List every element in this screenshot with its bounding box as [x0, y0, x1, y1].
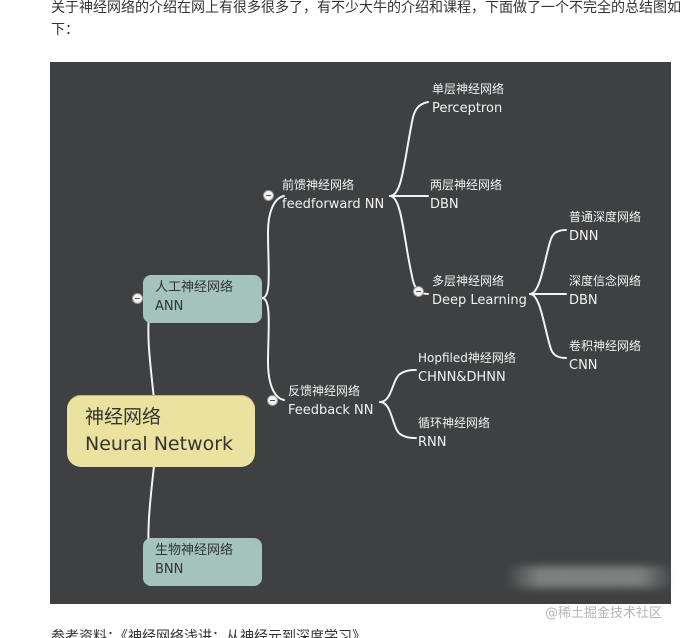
watermark: @稀土掘金技术社区	[545, 606, 663, 621]
root-node-neural-network: 神经网络 Neural Network	[67, 395, 255, 467]
node-perceptron-en: Perceptron	[432, 101, 503, 116]
node-cnn: 卷积神经网络 CNN	[569, 337, 641, 375]
node-hopfield: Hopfiled神经网络 CHNN&DHNN	[418, 349, 516, 387]
node-multi-layer-en: Deep Learning	[432, 293, 527, 308]
mind-map-image: 神经网络 Neural Network 人工神经网络 ANN 生物神经网络 BN…	[50, 62, 671, 604]
node-rnn-zh: 循环神经网络	[418, 416, 491, 430]
reference-line: 参考资料：《神经网络浅讲：从神经元到深度学习》	[51, 629, 366, 638]
node-feedforward: 前馈神经网络 feedforward NN	[282, 176, 384, 214]
node-ann-zh: 人工神经网络	[155, 280, 234, 295]
node-feedforward-en: feedforward NN	[282, 197, 385, 212]
blurred-overlay	[505, 566, 675, 588]
node-bnn-en: BNN	[155, 562, 184, 577]
node-perceptron-zh: 单层神经网络	[432, 82, 505, 96]
node-multi-layer-zh: 多层神经网络	[432, 274, 505, 288]
node-hopfield-en: CHNN&DHNN	[418, 370, 506, 385]
node-bnn-zh: 生物神经网络	[155, 543, 234, 558]
node-two-layer-zh: 两层神经网络	[430, 178, 503, 192]
node-feedback: 反馈神经网络 Feedback NN	[288, 382, 374, 420]
collapse-multi-layer-icon[interactable]	[413, 286, 424, 297]
node-hopfield-zh: Hopfiled神经网络	[418, 351, 516, 365]
node-cnn-zh: 卷积神经网络	[569, 339, 642, 353]
node-dbn-zh: 深度信念网络	[569, 274, 642, 288]
intro-paragraph: 关于神经网络的介绍在网上有很多很多了，有不少大牛的介绍和课程，下面做了一个不完全…	[51, 0, 681, 38]
node-ann-en: ANN	[155, 299, 184, 314]
node-dnn: 普通深度网络 DNN	[569, 208, 641, 246]
node-multi-layer: 多层神经网络 Deep Learning	[432, 272, 527, 310]
collapse-feedforward-icon[interactable]	[263, 190, 274, 201]
node-ann: 人工神经网络 ANN	[143, 275, 262, 323]
node-two-layer-en: DBN	[430, 197, 459, 212]
root-node-zh: 神经网络	[85, 406, 162, 428]
collapse-ann-icon[interactable]	[132, 293, 143, 304]
node-dbn: 深度信念网络 DBN	[569, 272, 641, 310]
node-two-layer: 两层神经网络 DBN	[430, 176, 502, 214]
node-perceptron: 单层神经网络 Perceptron	[432, 80, 504, 118]
collapse-feedback-icon[interactable]	[267, 395, 278, 406]
node-rnn-en: RNN	[418, 435, 447, 450]
node-feedback-zh: 反馈神经网络	[288, 384, 361, 398]
node-feedback-en: Feedback NN	[288, 403, 374, 418]
node-dnn-zh: 普通深度网络	[569, 210, 642, 224]
node-feedforward-zh: 前馈神经网络	[282, 178, 355, 192]
node-cnn-en: CNN	[569, 358, 598, 373]
node-dnn-en: DNN	[569, 229, 599, 244]
root-node-en: Neural Network	[85, 433, 234, 455]
node-rnn: 循环神经网络 RNN	[418, 414, 490, 452]
connector-lines	[147, 101, 567, 575]
node-dbn-en: DBN	[569, 293, 598, 308]
node-bnn: 生物神经网络 BNN	[143, 538, 262, 586]
